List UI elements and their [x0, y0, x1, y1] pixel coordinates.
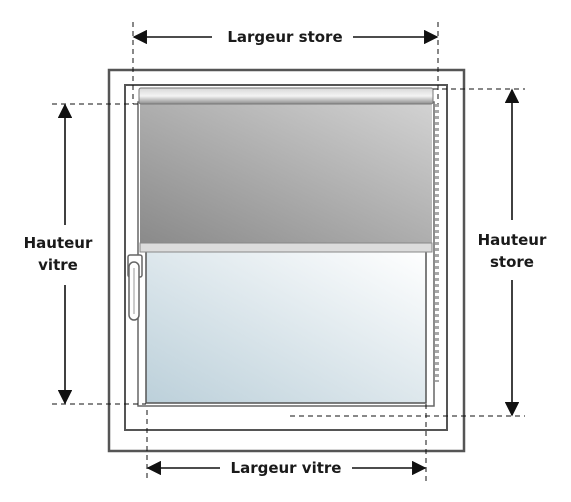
window-handle — [127, 254, 143, 321]
blind-bottom-bar — [139, 242, 433, 253]
label-largeur-store: Largeur store — [227, 28, 342, 46]
label-hauteur-store-line2: store — [490, 253, 534, 271]
label-largeur-vitre: Largeur vitre — [231, 459, 342, 477]
glass-pane — [145, 249, 427, 404]
blind-roller-tube — [138, 87, 434, 105]
label-hauteur-store-line1: Hauteur — [478, 231, 547, 249]
blind-fabric — [140, 104, 432, 243]
label-hauteur-vitre-line2: vitre — [38, 256, 78, 274]
label-hauteur-vitre-line1: Hauteur — [24, 234, 93, 252]
